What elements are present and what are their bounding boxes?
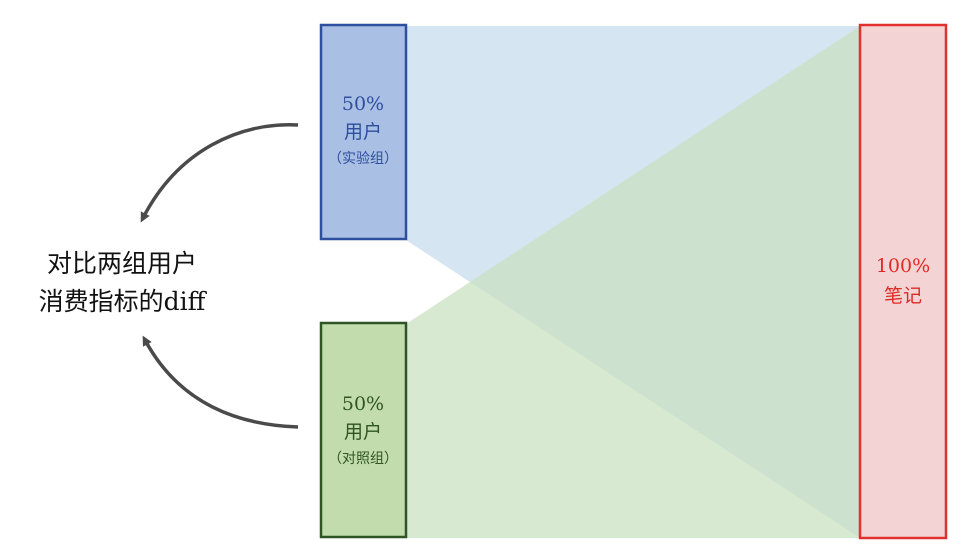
caption-line-1: 对比两组用户	[47, 249, 197, 278]
notes-label: 笔记	[884, 285, 922, 307]
lower-curved-arrow	[142, 335, 299, 429]
caption-line-2: 消费指标的diff	[39, 287, 208, 316]
control-flow	[406, 26, 860, 538]
control-percent: 50%	[342, 393, 384, 415]
notes-percent: 100%	[876, 255, 930, 277]
upper-curved-arrow	[140, 123, 299, 223]
experiment-label: 用户	[344, 121, 382, 143]
control-sub-label: （对照组）	[328, 451, 398, 467]
experiment-percent: 50%	[342, 93, 384, 115]
notes-box: 100% 笔记	[858, 23, 948, 540]
experiment-sub-label: （实验组）	[328, 151, 398, 167]
control-group-box: 50% 用户 （对照组）	[319, 321, 408, 539]
experiment-group-box: 50% 用户 （实验组）	[319, 23, 408, 241]
control-label: 用户	[344, 421, 382, 443]
